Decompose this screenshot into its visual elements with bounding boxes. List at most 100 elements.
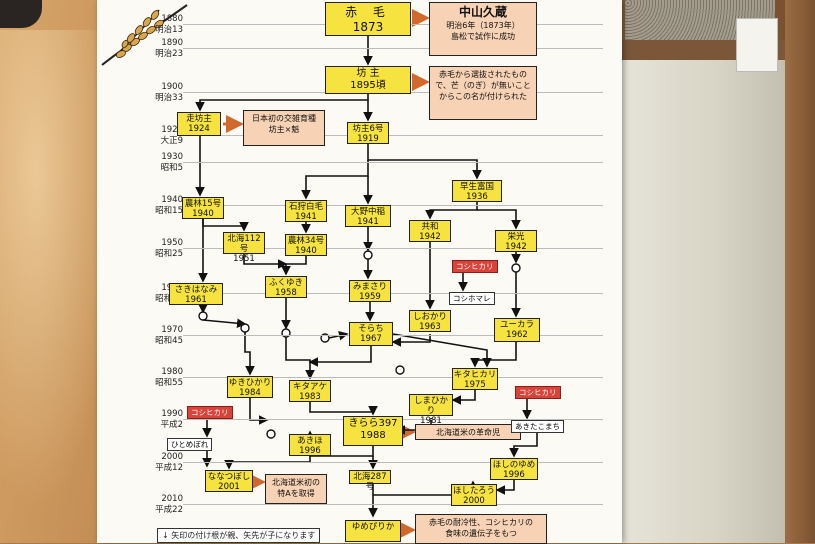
era-year: 1930 — [161, 152, 183, 162]
variety-name: 赤 毛 — [345, 5, 391, 19]
variety-name: 北海112号 — [227, 234, 261, 254]
variety-year: 1996 — [503, 470, 525, 480]
note-line: 中山久蔵 — [458, 5, 507, 19]
variety-year: 2000 — [463, 496, 485, 506]
era-guideline — [183, 335, 603, 336]
variety-name: 農林34号 — [287, 236, 325, 246]
note-yumepirika-note: 赤毛の耐冷性、コシヒカリの食味の遺伝子をもつ — [415, 514, 547, 544]
note-line: 特Aを取得 — [277, 489, 315, 498]
era-japanese: 明治13 — [155, 25, 183, 35]
era-year: 2010 — [161, 494, 183, 504]
era-year: 1990 — [161, 409, 183, 419]
variety-year: 1873 — [352, 20, 384, 34]
era-japanese: 昭和5 — [160, 163, 183, 173]
variety-name: 大野中稲 — [350, 207, 385, 217]
variety-name: しまひかり — [413, 396, 448, 416]
variety-year: 1967 — [360, 334, 382, 344]
parent-label-hitomebore: ひとめぼれ — [167, 438, 213, 451]
era-year: 1970 — [161, 325, 183, 335]
variety-year: 1919 — [357, 134, 379, 144]
era-year: 1940 — [161, 195, 183, 205]
variety-name: そらち — [358, 324, 384, 334]
lineage-arrow — [495, 480, 515, 495]
lineage-lines — [195, 9, 538, 539]
era-year: 1920 — [161, 125, 183, 135]
note-line: 北海道米の革命児 — [436, 428, 500, 437]
note-line: で、芒（のぎ）が無いこと — [435, 81, 531, 90]
right-wall — [785, 0, 815, 543]
variety-name: しおかり — [412, 312, 447, 322]
variety-year: 1942 — [419, 232, 441, 242]
era-japanese: 明治33 — [155, 93, 183, 103]
era-guideline — [183, 504, 603, 505]
cross-node — [240, 323, 250, 333]
note-nakayama: 中山久蔵明治6年（1873年）島松で試作に成功 — [429, 2, 537, 56]
variety-year: 1988 — [360, 430, 386, 441]
variety-year: 2001 — [218, 482, 240, 492]
era-year: 1900 — [161, 82, 183, 92]
era-year: 1950 — [161, 238, 183, 248]
cross-node — [198, 311, 208, 321]
era-year: 1880 — [161, 14, 183, 24]
variety-yumepirika: ゆめぴりか — [345, 520, 401, 542]
lineage-arrow — [301, 160, 369, 200]
variety-name: ゆきひかり — [228, 378, 272, 388]
variety-name: 農林15号 — [184, 199, 222, 209]
era-guideline — [183, 162, 603, 163]
era-year: 1890 — [161, 38, 183, 48]
note-line: 坊主×魁 — [268, 125, 300, 134]
variety-name: 坊 主 — [356, 68, 380, 79]
sign-card — [736, 18, 778, 72]
lineage-arrow — [285, 337, 315, 380]
variety-year: 1942 — [505, 242, 527, 252]
variety-year: 1940 — [295, 246, 317, 256]
variety-name: 共和 — [421, 222, 439, 232]
lineage-arrow — [451, 390, 476, 405]
era-japanese: 平成2 — [160, 420, 183, 430]
lineage-arrow — [391, 334, 431, 347]
variety-name: ほしのゆめ — [492, 460, 536, 470]
variety-year: 1981 — [420, 416, 442, 426]
era-year: 2000 — [161, 452, 183, 462]
era-japanese: 明治23 — [155, 49, 183, 59]
variety-year: 1963 — [419, 322, 441, 332]
era-guideline — [183, 248, 603, 249]
variety-name: 北海287号 — [353, 472, 387, 492]
era-japanese: 昭和55 — [155, 378, 183, 388]
variety-name: さきはなみ — [174, 285, 218, 295]
lineage-arrow — [281, 256, 307, 276]
parent-label-akitakomachi: あきたこまち — [511, 420, 564, 433]
lineage-arrow — [249, 398, 269, 425]
variety-name: あきほ — [297, 436, 323, 446]
variety-name: ほしたろう — [453, 486, 495, 496]
era-guideline — [183, 48, 603, 49]
era-guideline — [183, 377, 603, 378]
variety-name: ゆめぴりか — [351, 522, 395, 532]
note-line: 北海道米初の — [272, 478, 320, 487]
variety-name: キタアケ — [292, 382, 327, 392]
variety-name: ふくゆき — [268, 278, 303, 288]
era-guideline — [183, 205, 603, 206]
variety-year: 1941 — [357, 217, 379, 227]
note-koukai: 日本初の交雑育種坊主×魁 — [243, 110, 325, 146]
